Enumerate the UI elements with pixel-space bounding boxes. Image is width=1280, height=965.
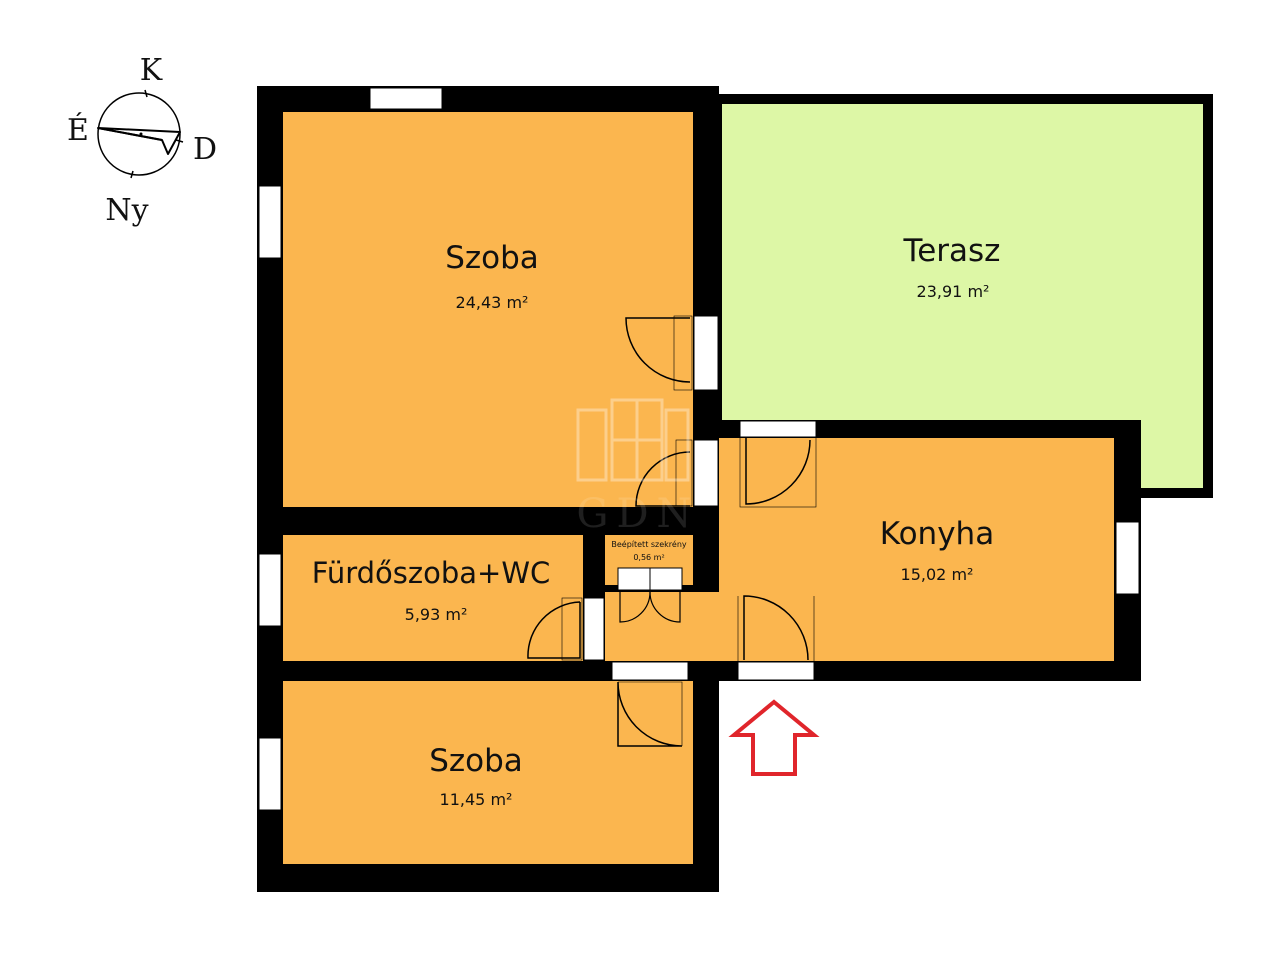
terrace-area-lower [1141, 400, 1203, 488]
compass-east-label: D [193, 132, 217, 167]
room-name-terasz: Terasz [903, 233, 1001, 269]
door-swing [635, 451, 691, 507]
room-area-terasz: 23,91 m² [917, 282, 990, 301]
room-area-szoba-large: 24,43 m² [456, 293, 529, 312]
door-opening [739, 420, 817, 438]
door-swing [745, 438, 811, 505]
room-name-konyha: Konyha [880, 516, 994, 552]
room-name-szoba-large: Szoba [445, 240, 539, 276]
door-swing [617, 681, 683, 747]
room-name-closet: Beépített szekrény [611, 539, 687, 549]
window [258, 737, 282, 811]
compass: K É D Ny [67, 53, 217, 228]
room-kitchen-ext [719, 438, 749, 592]
door-opening [611, 661, 689, 681]
door-opening [583, 597, 605, 661]
door-opening [737, 661, 815, 681]
compass-north-label: K [140, 53, 163, 88]
door-swing [743, 595, 809, 661]
room-kitchen [719, 438, 1114, 661]
entrance-arrow [728, 699, 820, 776]
room-area-konyha: 15,02 m² [901, 565, 974, 584]
room-name-furdo: Fürdőszoba+WC [312, 556, 551, 590]
door-opening [693, 315, 719, 391]
room-bathroom [283, 535, 583, 661]
compass-south-label: Ny [105, 193, 148, 228]
door-swing [527, 601, 581, 659]
door-swing [649, 591, 681, 623]
watermark-logo: GDN [576, 398, 699, 537]
room-szoba-large [283, 112, 693, 507]
room-area-szoba-small: 11,45 m² [440, 790, 513, 809]
compass-needle [97, 127, 181, 155]
window [258, 185, 282, 259]
door-swing [619, 591, 651, 623]
door-opening [693, 439, 719, 507]
room-area-furdo: 5,93 m² [405, 605, 468, 624]
compass-west-label: É [67, 112, 89, 148]
door-swing [625, 317, 691, 383]
windows [258, 87, 1140, 811]
room-area-closet: 0,56 m² [633, 553, 664, 562]
room-name-szoba-small: Szoba [429, 743, 523, 779]
room-hallway [605, 592, 725, 661]
watermark-text: GDN [576, 491, 699, 537]
doors [527, 315, 817, 747]
terrace-area [722, 104, 1203, 420]
window [1115, 521, 1140, 595]
window [369, 87, 443, 110]
window [258, 553, 282, 627]
